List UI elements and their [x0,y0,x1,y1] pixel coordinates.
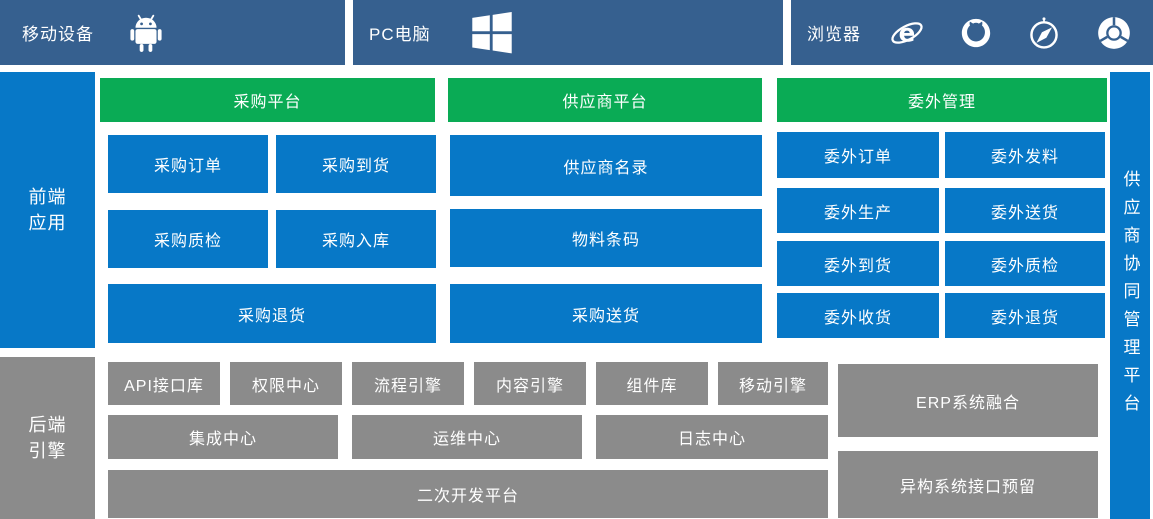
chrome-icon [1095,14,1133,52]
safari-icon [1027,15,1061,51]
android-icon [128,13,164,53]
module-purchase-qc: 采购质检 [108,210,268,268]
module-purchase-warehousing: 采购入库 [276,210,436,268]
engine-permission-center: 权限中心 [230,362,342,405]
engine-component-library: 组件库 [596,362,708,405]
module-outsource-order: 委外订单 [777,132,939,178]
topbar-section-browsers: 浏览器 e [791,0,1153,65]
windows-icon [469,10,515,56]
firefox-icon [959,16,993,50]
backend-section-label: 后端 引擎 [0,357,95,519]
engine-erp-integration: ERP系统融合 [838,364,1098,437]
engine-heterogeneous-interface: 异构系统接口预留 [838,451,1098,518]
module-supplier-directory: 供应商名录 [450,135,762,196]
engine-process-engine: 流程引擎 [352,362,464,405]
engine-api-library: API接口库 [108,362,220,405]
engine-secondary-dev-platform: 二次开发平台 [108,470,828,518]
engine-integration-center: 集成中心 [108,415,338,459]
frontend-section-label: 前端 应用 [0,72,95,348]
pc-label: PC电脑 [369,25,431,44]
mobile-devices-label: 移动设备 [22,25,94,44]
browser-icons: e [889,14,1133,52]
svg-text:e: e [899,18,916,47]
module-purchase-delivery: 采购送货 [450,284,762,343]
engine-content-engine: 内容引擎 [474,362,586,405]
platform-title: 供应商协同管理平台 [1120,169,1140,422]
topbar-section-pc: PC电脑 [353,0,783,65]
engine-ops-center: 运维中心 [352,415,582,459]
module-outsource-material-issue: 委外发料 [945,132,1105,178]
browsers-label: 浏览器 [807,25,861,44]
module-outsource-arrival: 委外到货 [777,241,939,286]
platform-title-bar: 供应商协同管理平台 [1110,72,1150,519]
group-header-supplier: 供应商平台 [448,78,762,122]
topbar-section-mobile: 移动设备 [0,0,345,65]
module-outsource-qc: 委外质检 [945,241,1105,286]
module-purchase-arrival: 采购到货 [276,135,436,193]
module-outsource-delivery: 委外送货 [945,188,1105,233]
engine-log-center: 日志中心 [596,415,828,459]
module-material-barcode: 物料条码 [450,209,762,267]
engine-mobile-engine: 移动引擎 [718,362,828,405]
module-purchase-order: 采购订单 [108,135,268,193]
ie-icon: e [889,16,925,50]
module-outsource-production: 委外生产 [777,188,939,233]
module-purchase-return: 采购退货 [108,284,436,343]
module-outsource-return: 委外退货 [945,293,1105,338]
group-header-procurement: 采购平台 [100,78,435,122]
group-header-outsourcing: 委外管理 [777,78,1107,122]
module-outsource-receiving: 委外收货 [777,293,939,338]
